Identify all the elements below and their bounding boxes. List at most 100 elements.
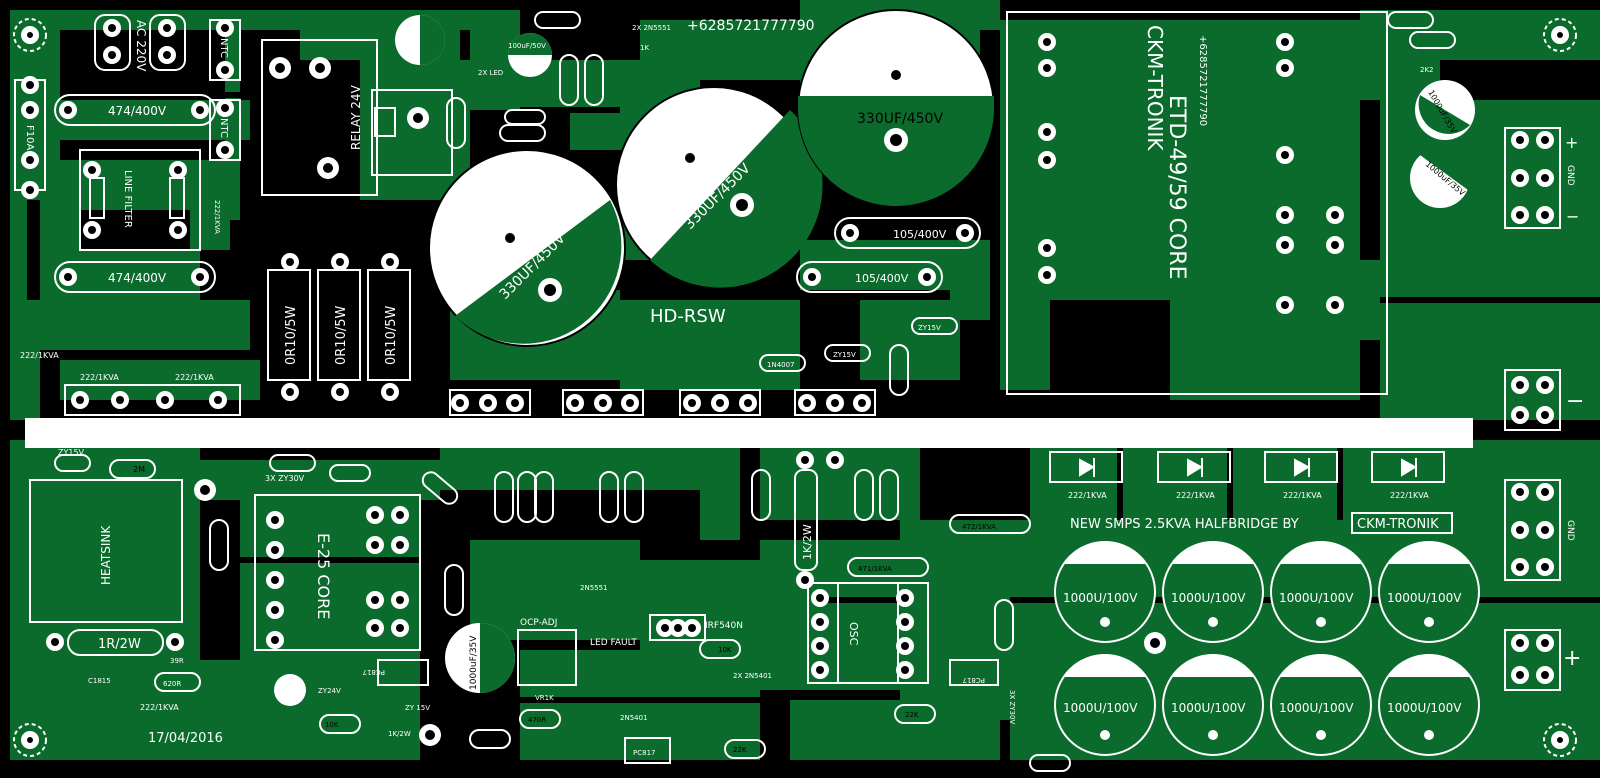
pc817-c-label: PC817 — [963, 676, 985, 684]
silkscreen-layer — [13, 11, 1577, 772]
cap-472-label: 472/1KVA — [962, 523, 996, 531]
cap-105-a-label: 105/400V — [893, 228, 947, 241]
cap-222-2-label: 222/1KVA — [80, 373, 119, 382]
res-620r-label: 620R — [163, 680, 181, 688]
bulk-cap-2 — [615, 86, 823, 288]
transistors-top-label: 2X 2N5551 — [632, 24, 671, 32]
heatsink-bar — [25, 418, 1473, 448]
diode-top-label: 1N4007 — [767, 361, 795, 369]
plus-bottom-label: + — [1563, 646, 1581, 671]
res-1k-2w-small-label: 1K/2W — [388, 730, 411, 738]
leds-label: 2X LED — [478, 69, 503, 77]
output-cap-label: 1000U/100V — [1171, 701, 1246, 715]
cap-474-top-label: 474/400V — [108, 104, 167, 118]
cap-470u-label: 470uF/50V — [409, 22, 417, 60]
res-1k-2w-label: 1K/2W — [801, 524, 814, 560]
output-cap-label: 1000U/100V — [1171, 591, 1246, 605]
brand-mirrored-label: CKM-TRONIK — [1143, 25, 1167, 151]
mounting-hole-tl — [13, 18, 47, 52]
res-10k-b-label: 10K — [718, 646, 732, 654]
ntc2-label: NTC — [218, 118, 229, 138]
zener-left-label: ZY15V — [58, 448, 85, 457]
output-caps — [1054, 541, 1480, 756]
res-10k-a-label: 10K — [325, 721, 339, 729]
cap-222-3-label: 222/1KVA — [175, 373, 214, 382]
res-2k2-label: 2K2 — [1420, 66, 1434, 74]
hd-rsw-label: HD-RSW — [650, 306, 726, 327]
cap-1000u-35v-c-label: 1000uF/35V — [469, 635, 479, 690]
output-cap-label: 1000U/100V — [1279, 591, 1354, 605]
osc-label: OSC — [847, 622, 860, 646]
res-22k-a-label: 22K — [733, 746, 747, 754]
bridge-cap-label: 222/1KVA — [1283, 491, 1322, 500]
brand-box — [1351, 512, 1453, 534]
small-electrolytic-caps — [274, 15, 1475, 706]
bridge-cap-label: 222/1KVA — [1068, 491, 1107, 500]
bulk-cap-1 — [428, 149, 626, 347]
bulk-cap-3 — [797, 9, 995, 207]
date-label: 17/04/2016 — [148, 731, 223, 746]
zener-3x-label: 3X ZY30V — [265, 474, 305, 483]
res-or10-3-label: 0R10/5W — [384, 306, 399, 365]
pc817-a-label: PC817 — [363, 668, 385, 676]
ocp-adj-label: OCP-ADJ — [520, 618, 557, 628]
cap-222-1-label: 222/1KVA — [20, 351, 59, 360]
title-label: NEW SMPS 2.5KVA HALFBRIDGE BY — [1070, 517, 1299, 532]
transistors-2n5401-label: 2X 2N5401 — [733, 672, 772, 680]
phone-number-mirrored: +6285721777790 — [1197, 35, 1208, 126]
fuse-label: F10A — [24, 125, 35, 150]
phone-number: +6285721777790 — [687, 18, 815, 34]
bridge-diodes — [1079, 458, 1418, 477]
pc817-b-label: PC817 — [633, 749, 655, 757]
gnd-bottom-label: GND — [1565, 520, 1575, 541]
bulk-caps — [428, 9, 995, 347]
zener-24v-label: ZY24V — [318, 687, 341, 695]
zener-3x-b-label: 3X ZY30V — [1008, 690, 1016, 724]
line-filter-label: LINE FILTER — [122, 170, 133, 228]
gnd-top-label: GND — [1565, 165, 1575, 186]
bulk-cap3-label: 330UF/450V — [857, 111, 943, 127]
zener-top1-label: ZY15V — [918, 324, 941, 332]
res-or10-1-label: 0R10/5W — [284, 306, 299, 365]
mounting-hole-bl — [13, 723, 47, 757]
res-39r-label: 39R — [170, 657, 184, 665]
minus-top-label: − — [1566, 207, 1579, 226]
cap-471-label: 471/1KVA — [858, 565, 892, 573]
heatsink-label: HEATSINK — [99, 525, 113, 585]
ntc1-label: NTC — [218, 38, 229, 58]
core-small-label: E-25 CORE — [314, 533, 333, 619]
output-cap-label: 1000U/100V — [1387, 701, 1462, 715]
transistor-2n5401-label: 2N5401 — [620, 714, 648, 722]
resistor-1k-top-label: 1K — [640, 44, 649, 52]
cap-222-4-label: 222/1KVA — [213, 200, 221, 234]
res-470r-b-label: 470R — [478, 735, 496, 743]
mounting-hole-br — [1543, 723, 1577, 757]
core-big-label: ETD-49/59 CORE — [1164, 95, 1189, 279]
output-cap-label: 1000U/100V — [1387, 591, 1462, 605]
cap-222-bottom-label: 222/1KVA — [140, 703, 179, 712]
vr1k-label: VR1K — [535, 694, 554, 702]
transistor-c1815-label: C1815 — [88, 677, 111, 685]
plus-top-label: + — [1565, 133, 1578, 152]
zener-top2-label: ZY15V — [833, 351, 856, 359]
minus-bottom-label: − — [1566, 389, 1584, 414]
led-fault-label: LED FAULT — [590, 638, 637, 648]
mounting-hole-tr — [1543, 18, 1577, 52]
brand-label: CKM-TRONIK — [1357, 517, 1439, 532]
relay-label: RELAY 24V — [349, 84, 363, 150]
output-cap-label: 1000U/100V — [1063, 701, 1138, 715]
bridge-cap-label: 222/1KVA — [1390, 491, 1429, 500]
output-cap-label: 1000U/100V — [1063, 591, 1138, 605]
cap-105-b-label: 105/400V — [855, 272, 909, 285]
cap-100u-label: 100uF/50V — [508, 42, 546, 50]
ac-input-label: AC 220V — [134, 20, 148, 72]
res-470r-a-label: 470R — [528, 716, 546, 724]
irf540n-label: IRF540N — [705, 621, 743, 631]
res-2m-label: 2M — [133, 465, 145, 474]
res-22k-b-label: 22K — [905, 711, 919, 719]
cap-474-bottom-label: 474/400V — [108, 271, 167, 285]
transistor-2n5551-label: 2N5551 — [580, 584, 608, 592]
res-1r-label: 1R/2W — [98, 637, 141, 652]
bridge-cap-label: 222/1KVA — [1176, 491, 1215, 500]
